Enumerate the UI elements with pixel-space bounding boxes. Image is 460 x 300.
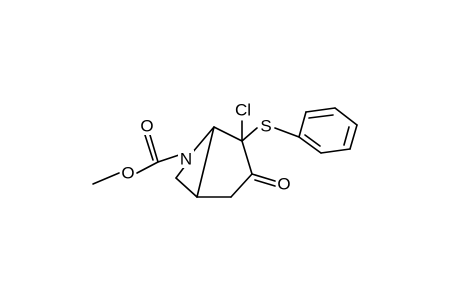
bond-carbonyl-c-o-1 bbox=[149, 134, 159, 163]
phenyl-bond-6 bbox=[298, 136, 322, 154]
bond-carbonyl-c-n bbox=[157, 154, 180, 163]
phenyl-bond-3 bbox=[334, 107, 358, 126]
chlorine-background bbox=[231, 100, 255, 120]
bond-ketone-1 bbox=[251, 173, 276, 182]
phenyl-inner-bond-3 bbox=[304, 134, 321, 147]
phenyl-inner-bond-1 bbox=[308, 114, 334, 119]
nitrogen-label: N bbox=[180, 150, 192, 169]
bond-carbonyl-c-o-2 bbox=[144, 134, 154, 161]
ester-oxygen-background bbox=[120, 164, 136, 182]
ketone-oxygen-background bbox=[276, 175, 292, 193]
bond-ketone-2 bbox=[254, 179, 276, 187]
bond-top-bridgehead-bottom-bridgehead bbox=[196, 126, 215, 198]
phenyl-inner-bond-2 bbox=[343, 126, 350, 146]
phenyl-bond-4 bbox=[349, 124, 358, 150]
phenyl-bond-2 bbox=[305, 107, 336, 113]
bond-methyl-o bbox=[92, 172, 120, 185]
bond-bridgehead-cq bbox=[213, 126, 243, 142]
phenyl-bond-5 bbox=[320, 148, 351, 154]
carbonyl-oxygen-label: O bbox=[140, 117, 153, 136]
bond-cq-s bbox=[241, 127, 258, 142]
bond-carbonyl-ch2 bbox=[230, 173, 253, 198]
carbonyl-oxygen-background bbox=[139, 117, 155, 135]
bond-ch2-lower-bridgehead bbox=[175, 177, 198, 198]
ester-oxygen-label: O bbox=[121, 164, 134, 183]
bond-n-bridgehead-top bbox=[191, 126, 215, 154]
bond-o-carbonyl-carbon bbox=[136, 161, 159, 174]
nitrogen-background bbox=[178, 150, 194, 168]
sulfur-label: S bbox=[260, 117, 271, 136]
bond-s-phenyl bbox=[274, 127, 300, 138]
ketone-oxygen-label: O bbox=[277, 175, 290, 194]
chlorine-label: Cl bbox=[235, 101, 251, 120]
phenyl-bond-1 bbox=[298, 111, 307, 138]
bond-cq-carbonyl bbox=[241, 140, 253, 175]
sulfur-background bbox=[258, 116, 274, 136]
